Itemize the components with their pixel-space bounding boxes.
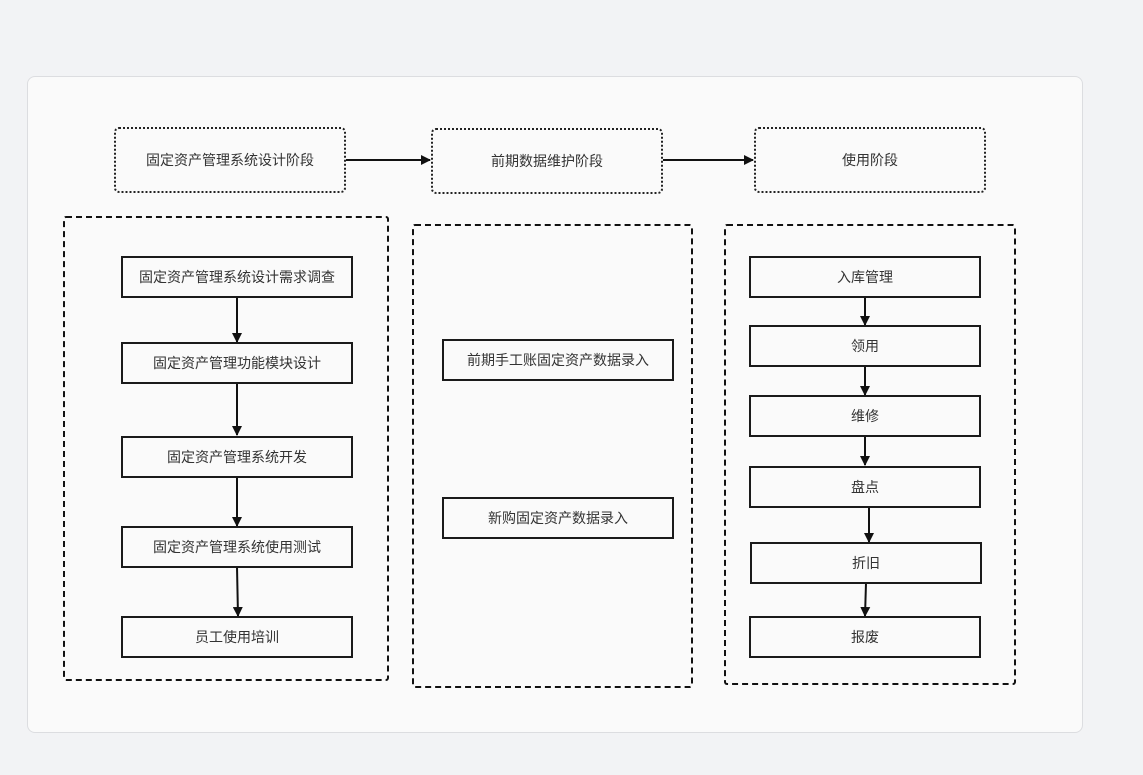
maintenance-step-manual-ledger-entry: 前期手工账固定资产数据录入 bbox=[442, 339, 674, 381]
usage-step-warehousing: 入库管理 bbox=[749, 256, 981, 298]
design-step-module-design: 固定资产管理功能模块设计 bbox=[121, 342, 353, 384]
phase-design: 固定资产管理系统设计阶段 bbox=[114, 127, 346, 193]
design-step-staff-training: 员工使用培训 bbox=[121, 616, 353, 658]
usage-step-requisition: 领用 bbox=[749, 325, 981, 367]
design-stage-group bbox=[63, 216, 389, 681]
usage-step-inventory-check: 盘点 bbox=[749, 466, 981, 508]
usage-step-repair: 维修 bbox=[749, 395, 981, 437]
maintenance-step-new-asset-entry: 新购固定资产数据录入 bbox=[442, 497, 674, 539]
design-step-requirements-survey: 固定资产管理系统设计需求调查 bbox=[121, 256, 353, 298]
maintenance-stage-group bbox=[412, 224, 693, 688]
design-step-usage-testing: 固定资产管理系统使用测试 bbox=[121, 526, 353, 568]
usage-stage-group bbox=[724, 224, 1016, 685]
phase-maintenance: 前期数据维护阶段 bbox=[431, 128, 663, 194]
usage-step-scrapping: 报废 bbox=[749, 616, 981, 658]
usage-step-depreciation: 折旧 bbox=[750, 542, 982, 584]
phase-usage: 使用阶段 bbox=[754, 127, 986, 193]
design-step-development: 固定资产管理系统开发 bbox=[121, 436, 353, 478]
